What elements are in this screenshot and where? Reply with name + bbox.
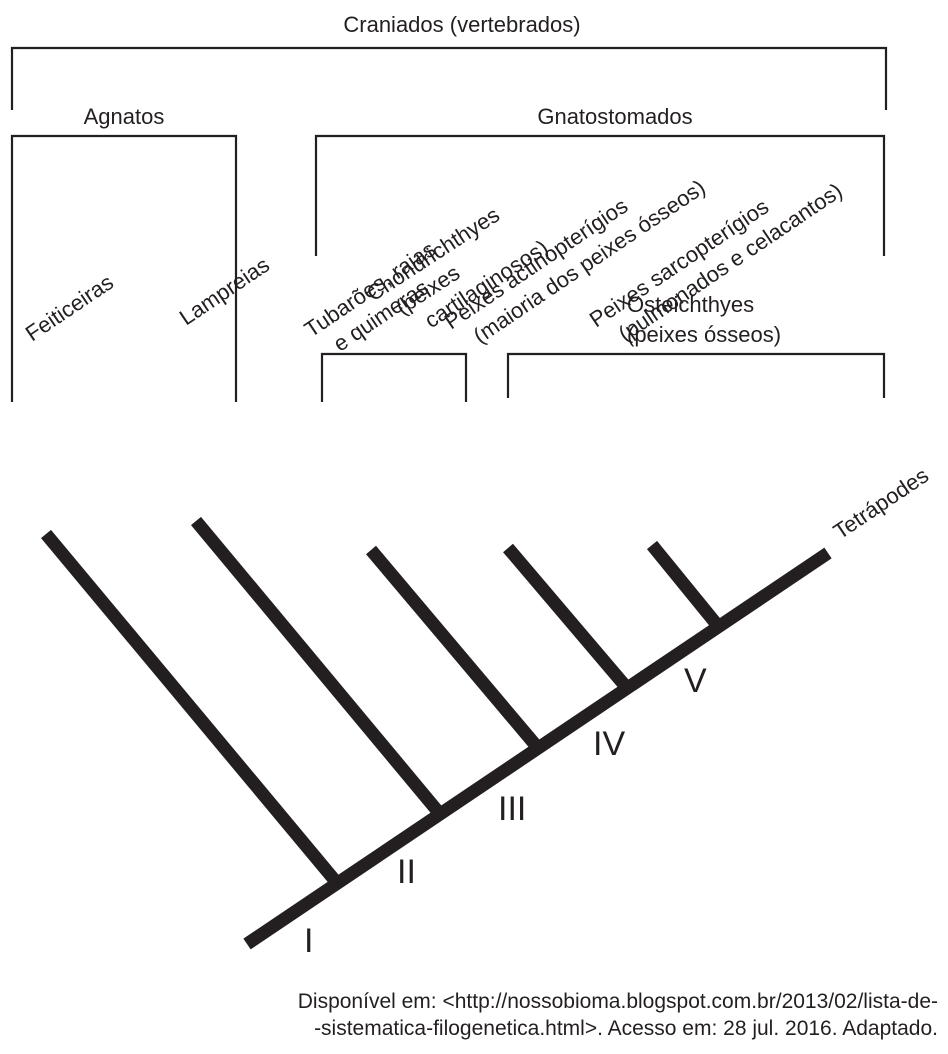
bracket-craniados <box>10 46 888 110</box>
bracket-osteichthyes <box>506 352 886 398</box>
source-line-1: Disponível em: <http://nossobioma.blogsp… <box>297 990 938 1013</box>
label-craniados: Craniados (vertebrados) <box>343 12 580 37</box>
bracket-chondrichthyes <box>320 352 468 402</box>
branch-tubaroes <box>366 545 543 753</box>
branch-lampreias <box>191 516 445 819</box>
label-agnatos: Agnatos <box>84 104 165 129</box>
node-IV: IV <box>593 725 625 763</box>
node-V: V <box>684 662 707 700</box>
source-line-2: -sistematica-filogenetica.html>. Acesso … <box>314 1017 938 1040</box>
node-II: II <box>397 853 416 891</box>
node-III: III <box>498 790 526 828</box>
bracket-gnatostomados <box>314 134 886 256</box>
label-feiticeiras: Feiticeiras <box>21 269 118 346</box>
label-gnatostomados: Gnatostomados <box>537 104 692 129</box>
branch-sarcopterigios <box>646 540 724 631</box>
trunk <box>243 547 832 950</box>
source-citation: Disponível em: <http://nossobioma.blogsp… <box>38 988 938 1042</box>
node-I: I <box>304 922 313 960</box>
branch-feiticeiras <box>41 529 342 888</box>
bracket-agnatos <box>10 134 238 402</box>
label-osteichthyes-line2: (peixes ósseos) <box>627 322 781 347</box>
branch-actinopterigios <box>503 543 632 693</box>
label-osteichthyes-line1: Osteichthyes <box>627 292 754 317</box>
label-lampreias: Lampreias <box>175 252 274 330</box>
label-tetrapodes: Tetrápodes <box>829 463 933 545</box>
